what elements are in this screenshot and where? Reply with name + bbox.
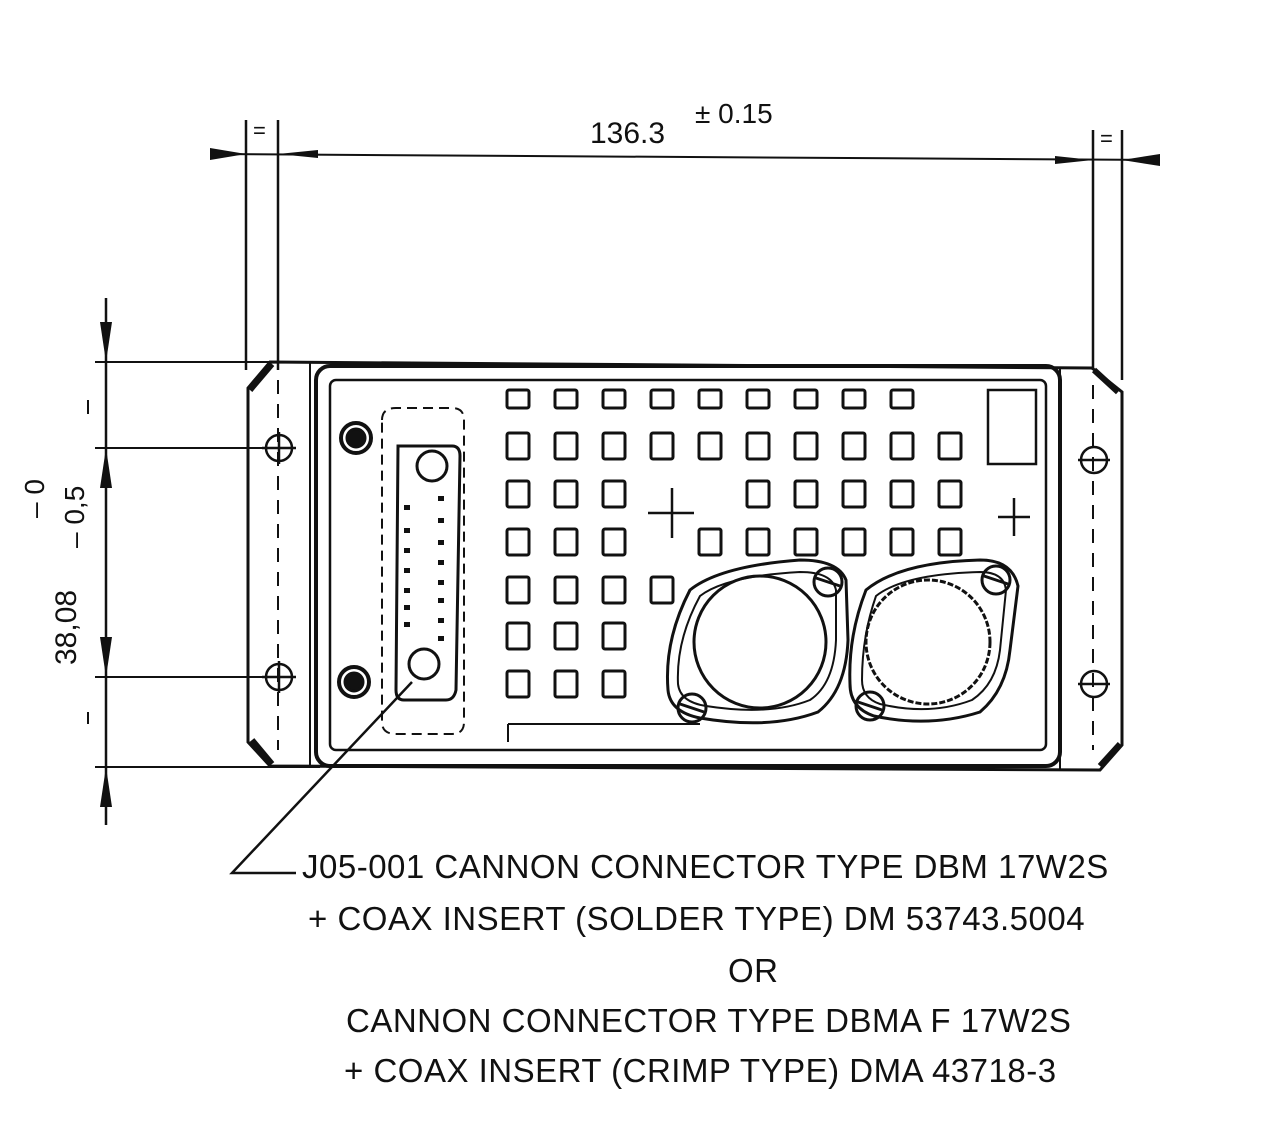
width-dimension (209, 120, 1161, 380)
vent-slot (745, 479, 771, 509)
callout-line-3: OR (728, 952, 779, 989)
height-value: 38,08 (50, 590, 83, 665)
vent-slot (745, 388, 771, 410)
vent-slot (937, 479, 963, 509)
d-sub-connector (337, 407, 465, 735)
vent-slot (601, 479, 627, 509)
vent-slot (793, 479, 819, 509)
vent-slot (553, 669, 579, 699)
vent-slot (937, 527, 963, 557)
vent-slot (601, 431, 627, 461)
callout-line-4: CANNON CONNECTOR TYPE DBMA F 17W2S (346, 1002, 1072, 1039)
coax-flange-right (848, 558, 1020, 723)
vent-slot (553, 479, 579, 509)
vent-slot (889, 431, 915, 461)
vent-slot (889, 527, 915, 557)
vent-slot (793, 527, 819, 557)
vent-slot (505, 527, 531, 557)
vent-slot (889, 479, 915, 509)
vent-slot (553, 575, 579, 605)
vent-slot (505, 621, 531, 651)
vent-slot (841, 479, 867, 509)
vent-slot (889, 479, 915, 509)
vent-slot (649, 431, 675, 461)
coax-flange-left (666, 558, 850, 725)
vent-slot (841, 527, 867, 557)
crosshairs (648, 488, 1030, 538)
vent-slot (505, 669, 531, 699)
width-tolerance: ± 0.15 (695, 98, 773, 129)
callout-line-2: + COAX INSERT (SOLDER TYPE) DM 53743.500… (308, 900, 1086, 937)
housing-outline (246, 360, 1124, 772)
vent-slot (745, 527, 771, 557)
vent-slot (505, 479, 531, 509)
vent-slot (745, 527, 771, 557)
bottom-strip (507, 723, 700, 742)
corner-block (986, 388, 1038, 466)
vent-slot (793, 388, 819, 410)
leader-line (229, 681, 413, 875)
vent-grid (505, 388, 963, 699)
vent-slot (841, 431, 867, 461)
width-value: 136.3 (590, 117, 665, 150)
vent-slot (553, 431, 579, 461)
vent-slot (553, 621, 579, 651)
equal-mark-left: = (253, 118, 266, 143)
vent-slot (601, 669, 627, 699)
height-dimension (87, 298, 320, 825)
vent-slot (793, 479, 819, 509)
vent-slot (601, 527, 627, 557)
vent-slot (841, 479, 867, 509)
vent-slot (505, 431, 531, 461)
vent-slot (553, 527, 579, 557)
mounting-holes (262, 432, 1110, 699)
vent-slot (649, 575, 675, 605)
vent-slot (505, 575, 531, 605)
vent-slot (889, 388, 915, 410)
vent-slot (841, 527, 867, 557)
vent-slot (793, 527, 819, 557)
height-tol-lower: – 0,5 (59, 486, 90, 548)
vent-slot (793, 431, 819, 461)
vent-slot (505, 388, 531, 410)
vent-slot (937, 527, 963, 557)
vent-slot (937, 431, 963, 461)
vent-slot (889, 527, 915, 557)
vent-slot (745, 479, 771, 509)
callout-line-1: J05-001 CANNON CONNECTOR TYPE DBM 17W2S (302, 848, 1109, 885)
callout-line-5: + COAX INSERT (CRIMP TYPE) DMA 43718-3 (344, 1052, 1057, 1089)
vent-slot (697, 527, 723, 557)
vent-slot (937, 479, 963, 509)
equal-mark-right: = (1100, 126, 1113, 151)
connector-pins (404, 496, 444, 641)
vent-slot (601, 575, 627, 605)
height-tol-upper: – 0 (19, 479, 50, 518)
vent-slot (649, 388, 675, 410)
vent-slot (601, 388, 627, 410)
vent-slot (841, 388, 867, 410)
vent-slot (697, 388, 723, 410)
vent-slot (553, 388, 579, 410)
vent-slot (697, 527, 723, 557)
vent-slot (601, 621, 627, 651)
vent-slot (745, 431, 771, 461)
vent-slot (697, 431, 723, 461)
